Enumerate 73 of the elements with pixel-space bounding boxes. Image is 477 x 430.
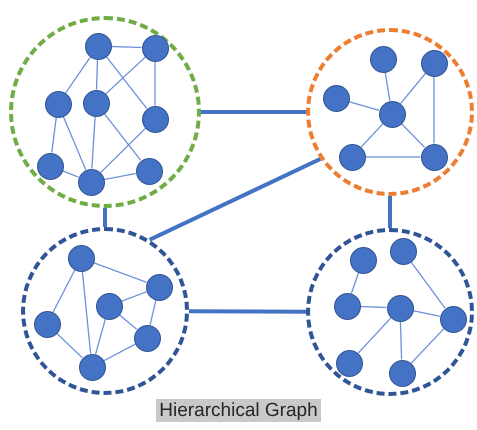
graph-edge: [400, 321, 402, 360]
graph-node: [142, 106, 168, 132]
graph-edge: [358, 317, 392, 354]
graph-node: [420, 144, 448, 170]
graph-node: [322, 84, 350, 112]
graph-edge: [95, 318, 106, 354]
graph-edge: [384, 72, 390, 101]
graph-edge: [62, 170, 79, 178]
graph-edge: [410, 328, 444, 364]
graph-edge: [96, 59, 98, 90]
graph-node: [146, 274, 172, 300]
graph-edge: [121, 291, 147, 302]
graph-edge: [52, 270, 76, 312]
graph-node: [378, 100, 406, 128]
graph-node: [420, 50, 448, 76]
graph-node: [388, 360, 416, 386]
graph-edge: [433, 76, 435, 144]
graph-edge: [400, 73, 426, 104]
cluster-link: [201, 110, 306, 114]
graph-node: [78, 168, 104, 196]
graph-node: [36, 152, 64, 180]
graph-edge: [350, 272, 360, 294]
graph-edge: [91, 116, 96, 169]
graph-edge: [106, 56, 148, 109]
graph-node: [84, 32, 112, 60]
graph-node: [336, 350, 362, 376]
cluster-circle: [9, 16, 201, 208]
graph-node: [350, 246, 376, 274]
graph-edge: [105, 56, 146, 94]
graph-edge: [62, 116, 86, 170]
graph-node: [334, 292, 360, 320]
graph-node: [44, 90, 72, 118]
graph-edge: [413, 310, 440, 317]
graph-node: [96, 292, 122, 320]
cluster-circle: [306, 28, 474, 196]
graph-edge: [400, 123, 426, 148]
graph-edge: [366, 156, 420, 158]
graph-edge: [51, 117, 57, 153]
graph-node: [142, 34, 168, 62]
cluster-link: [103, 208, 107, 227]
graph-node: [390, 238, 416, 264]
graph-edge: [56, 332, 83, 358]
cluster-link: [388, 196, 392, 228]
graph-node: [68, 244, 94, 272]
graph-edge: [104, 172, 136, 180]
graph-edge: [65, 56, 91, 94]
graph-node: [386, 294, 414, 322]
graph-edge: [82, 271, 92, 354]
graph-node: [440, 306, 466, 332]
graph-node: [136, 158, 162, 184]
graph-edge: [149, 300, 157, 325]
graph-edge: [410, 261, 446, 309]
graph-edge: [104, 344, 136, 362]
graph-edge: [154, 62, 156, 106]
graph-edge: [93, 262, 147, 283]
graph-edge: [360, 123, 384, 148]
graph-edge: [111, 46, 142, 48]
graph-node: [134, 324, 160, 352]
graph-node: [34, 310, 60, 338]
caption: Hierarchical Graph: [156, 399, 321, 422]
graph-edge: [104, 113, 142, 161]
graph-node: [78, 354, 106, 380]
graph-edge: [360, 306, 387, 308]
graph-edge: [100, 128, 146, 173]
cluster-circle: [306, 228, 474, 396]
graph-edge: [348, 101, 380, 111]
cluster-link: [148, 157, 322, 242]
graph-node: [370, 46, 396, 72]
graph-edge: [118, 314, 138, 330]
cluster-circle: [21, 227, 189, 395]
graph-node: [338, 144, 366, 170]
cluster-link: [189, 309, 306, 314]
graph-node: [82, 90, 110, 116]
